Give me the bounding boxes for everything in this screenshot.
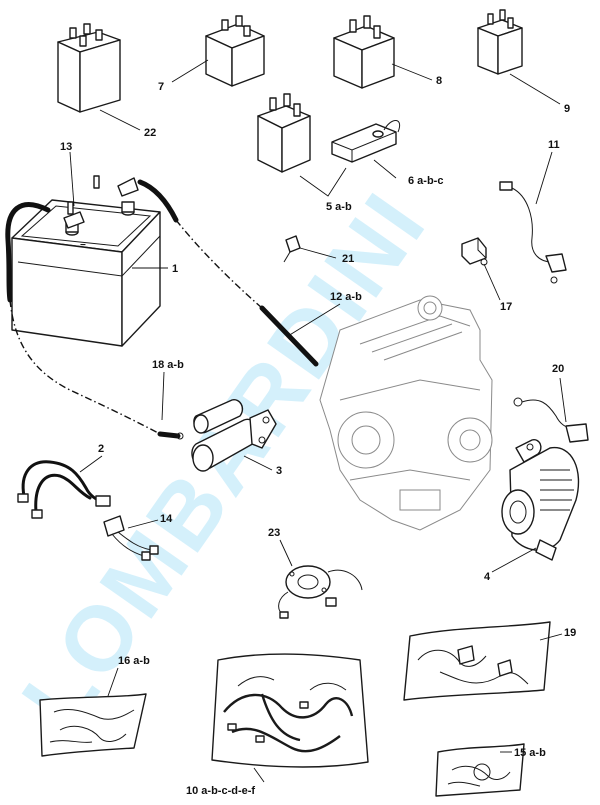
cable-18 [157, 431, 181, 439]
cable-route-dashed-positive [175, 219, 263, 309]
callout-23: 23 [268, 527, 280, 539]
engine-block-ghost [319, 295, 493, 531]
sensor-cable-11 [499, 181, 567, 284]
bolt-18 [176, 432, 184, 440]
harness-bag-10 [211, 653, 369, 768]
battery-cable-negative [5, 202, 51, 303]
callout-9: 9 [564, 103, 570, 115]
harness-bag-15 [435, 743, 525, 797]
flasher-unit-6 [331, 120, 400, 163]
callout-7: 7 [158, 81, 164, 93]
relay-socket-17 [461, 237, 488, 266]
callout-22: 22 [144, 127, 156, 139]
callout-19: 19 [564, 627, 576, 639]
callout-15: 15 a-b [514, 747, 546, 759]
callout-21: 21 [342, 253, 354, 265]
relay-9 [477, 9, 523, 75]
sensor-20 [513, 397, 589, 443]
relay-7 [205, 15, 265, 87]
callout-6: 6 a-b-c [408, 175, 443, 187]
callout-4: 4 [484, 571, 491, 583]
battery-clamp-13 [63, 175, 139, 229]
cable-14 [103, 515, 159, 561]
callout-14: 14 [160, 513, 173, 525]
callout-2: 2 [98, 443, 104, 455]
harness-bag-19 [403, 621, 551, 701]
relay-22 [57, 23, 121, 113]
relay-5 [257, 93, 311, 173]
relay-8 [333, 15, 395, 89]
harness-bag-16 [39, 693, 147, 757]
callout-3: 3 [276, 465, 282, 477]
callout-labels: 22 7 8 9 13 5 a-b 6 a-b-c 11 1 21 17 12 … [60, 75, 576, 797]
callout-20: 20 [552, 363, 564, 375]
callout-17: 17 [500, 301, 512, 313]
battery-cable-positive [137, 179, 179, 223]
callout-13: 13 [60, 141, 72, 153]
cable-harness-2 [17, 460, 111, 519]
callout-12: 12 a-b [330, 291, 362, 303]
callout-8: 8 [436, 75, 442, 87]
callout-1: 1 [172, 263, 178, 275]
callout-18: 18 a-b [152, 359, 184, 371]
callout-10: 10 a-b-c-d-e-f [186, 785, 255, 797]
cable-route-dashed-ground [9, 299, 161, 435]
starter-motor-3 [191, 399, 277, 472]
cable-12 [259, 305, 319, 367]
battery-minus: − [80, 240, 86, 251]
battery-1: − [11, 199, 161, 347]
leader-lines [69, 59, 567, 783]
speed-sensor-23 [278, 565, 363, 619]
alternator-4 [501, 439, 580, 561]
callout-16: 16 a-b [118, 655, 150, 667]
callout-11: 11 [548, 139, 560, 151]
callout-5: 5 a-b [326, 201, 352, 213]
connector-21 [283, 235, 301, 263]
